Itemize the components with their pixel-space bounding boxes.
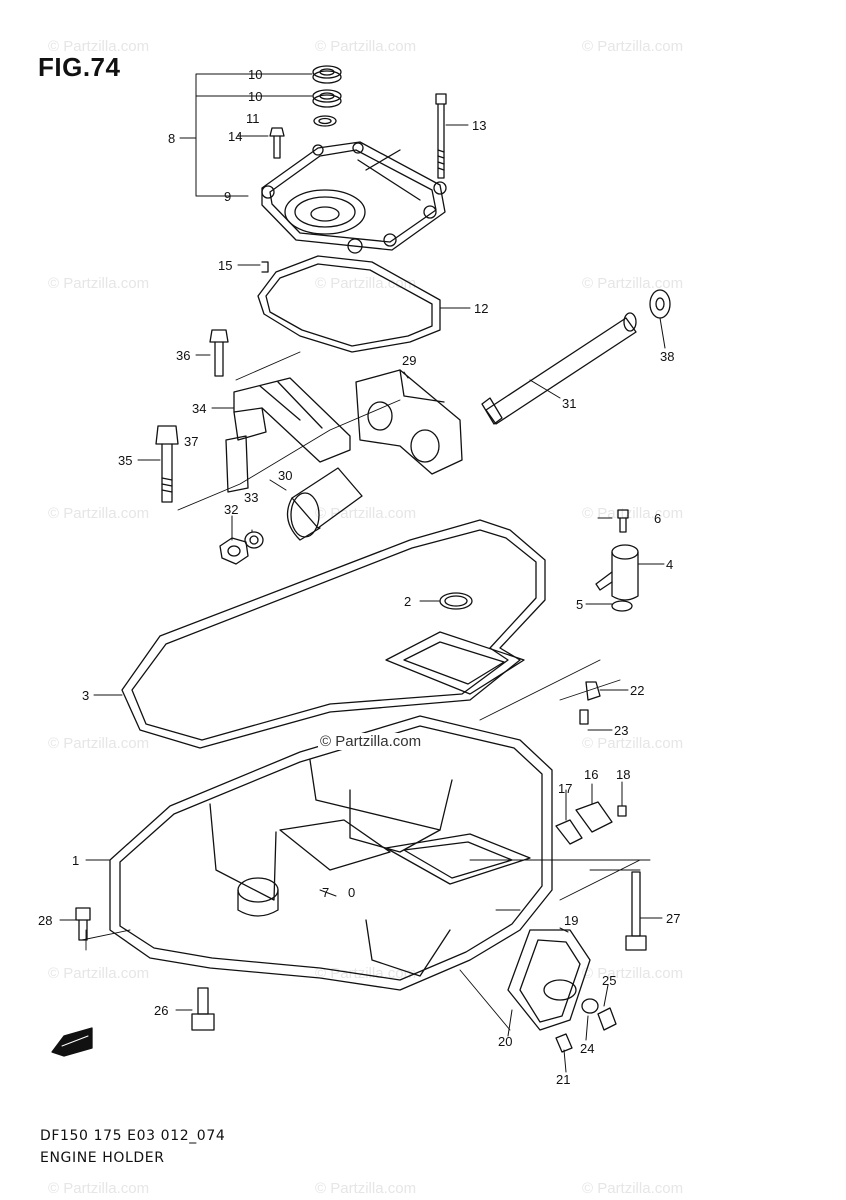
bolt-14-part — [269, 127, 285, 159]
callout-12: 12 — [474, 301, 488, 316]
mount-29-part — [355, 369, 463, 475]
bolt-26-part — [191, 987, 215, 1031]
gasket-17-part — [555, 819, 583, 845]
bolt-28-part — [75, 907, 91, 941]
bolt-6-part — [617, 509, 629, 533]
plate-19-part — [507, 929, 591, 1031]
shaft-31-part — [481, 312, 637, 425]
callout-7: 7 — [322, 885, 329, 900]
callout-9: 9 — [224, 189, 231, 204]
callout-4: 4 — [666, 557, 673, 572]
callout-16: 16 — [584, 767, 598, 782]
assembly-lines — [81, 351, 651, 1031]
callout-23: 23 — [614, 723, 628, 738]
callout-21: 21 — [556, 1072, 570, 1087]
callout-34: 34 — [192, 401, 206, 416]
callout-1: 1 — [72, 853, 79, 868]
watermark: © Partzilla.com — [582, 1180, 684, 1197]
callout-0: 0 — [348, 885, 355, 900]
callout-35: 35 — [118, 453, 132, 468]
callout-6: 6 — [654, 511, 661, 526]
plug-25-part — [597, 1007, 617, 1031]
clip-part — [261, 261, 269, 273]
leader-lines — [59, 73, 666, 1073]
callout-36: 36 — [176, 348, 190, 363]
center-watermark: © Partzilla.com — [318, 733, 424, 750]
washer-part — [244, 531, 264, 549]
callout-37: 37 — [184, 434, 198, 449]
top-cover-part — [261, 141, 447, 254]
watermark: © Partzilla.com — [582, 735, 684, 752]
callout-3: 3 — [82, 688, 89, 703]
watermark: © Partzilla.com — [48, 1180, 150, 1197]
watermark: © Partzilla.com — [315, 38, 417, 55]
callout-18: 18 — [616, 767, 630, 782]
watermark: © Partzilla.com — [48, 38, 150, 55]
bolt-18-part — [617, 805, 627, 817]
bolt-27-part — [625, 871, 647, 951]
watermark: © Partzilla.com — [48, 505, 150, 522]
watermark: © Partzilla.com — [48, 735, 150, 752]
callout-19: 19 — [564, 913, 578, 928]
watermark: © Partzilla.com — [315, 965, 417, 982]
gasket-3-part — [121, 519, 546, 749]
watermark: © Partzilla.com — [315, 505, 417, 522]
watermark: © Partzilla.com — [582, 275, 684, 292]
watermark: © Partzilla.com — [582, 38, 684, 55]
callout-38: 38 — [660, 349, 674, 364]
watermark: © Partzilla.com — [48, 965, 150, 982]
callout-28: 28 — [38, 913, 52, 928]
o-ring-part — [611, 600, 633, 612]
callout-13: 13 — [472, 118, 486, 133]
callout-26: 26 — [154, 1003, 168, 1018]
callout-14: 14 — [228, 129, 242, 144]
callout-27: 27 — [666, 911, 680, 926]
callout-8: 8 — [168, 131, 175, 146]
washer-24-part — [581, 998, 599, 1014]
plate-16-part — [575, 801, 613, 833]
bolt-36-part — [209, 329, 229, 377]
watermark: © Partzilla.com — [48, 275, 150, 292]
callout-29: 29 — [402, 353, 416, 368]
callout-25: 25 — [602, 973, 616, 988]
callout-20: 20 — [498, 1034, 512, 1049]
damper-30-part — [286, 467, 363, 541]
callout-30: 30 — [278, 468, 292, 483]
callout-10: 10 — [248, 67, 262, 82]
figure-title: FIG.74 — [38, 52, 121, 82]
oil-pan-part — [109, 715, 553, 991]
callout-15: 15 — [218, 258, 232, 273]
bolt-21-part — [555, 1033, 573, 1053]
callout-31: 31 — [562, 396, 576, 411]
callout-5: 5 — [576, 597, 583, 612]
fwd-arrow-icon — [51, 1027, 93, 1057]
callout-2: 2 — [404, 594, 411, 609]
watermark: © Partzilla.com — [315, 1180, 417, 1197]
oil-seal-part — [312, 65, 342, 127]
sensor-22-part — [579, 681, 601, 725]
callout-24: 24 — [580, 1041, 594, 1056]
watermark: © Partzilla.com — [315, 275, 417, 292]
callout-17: 17 — [558, 781, 572, 796]
fitting-4-part — [595, 544, 639, 601]
bolt-35-part — [155, 425, 179, 503]
callout-32: 32 — [224, 502, 238, 517]
callout-33: 33 — [244, 490, 258, 505]
diagram-name: ENGINE HOLDER — [40, 1150, 165, 1166]
callout-22: 22 — [630, 683, 644, 698]
diagram-code: DF150 175 E03 012_074 — [40, 1128, 226, 1144]
bolt-13-part — [435, 93, 447, 179]
washer-38-part — [649, 289, 671, 319]
gasket-12-part — [257, 255, 441, 353]
callout-10: 10 — [248, 89, 262, 104]
bracket-34-part — [225, 377, 351, 493]
callout-11: 11 — [246, 111, 260, 126]
nut-32-part — [219, 537, 249, 565]
watermark: © Partzilla.com — [582, 965, 684, 982]
